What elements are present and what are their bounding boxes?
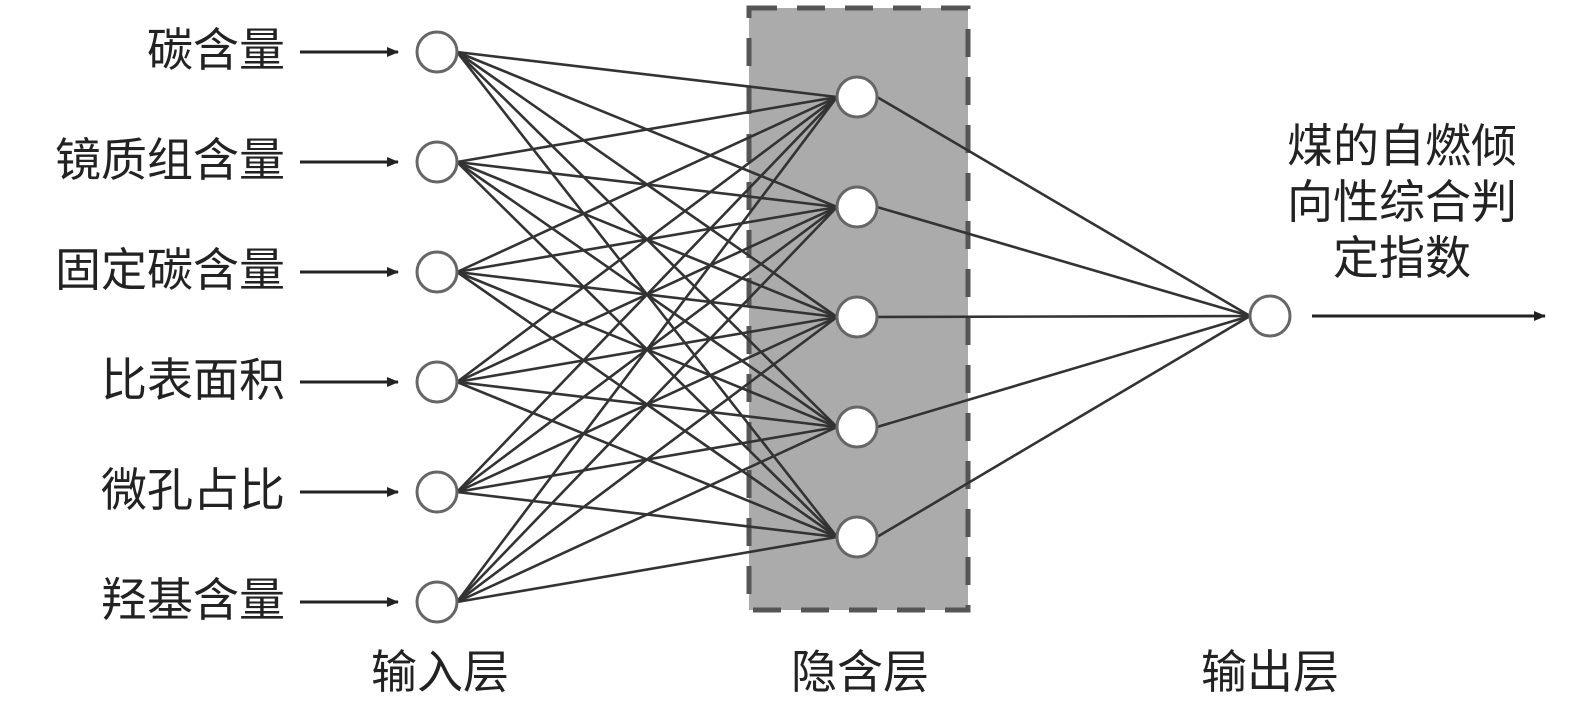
- connection-line: [456, 95, 838, 274]
- connection-line: [876, 314, 1251, 539]
- connection-line: [456, 96, 838, 493]
- connection-line: [876, 314, 1251, 319]
- hidden-layer-label: 隐含层: [791, 645, 929, 699]
- hidden-node: [835, 75, 879, 119]
- connection-line: [876, 314, 1251, 429]
- hidden-node: [835, 405, 879, 449]
- output-label: 煤的自燃倾 向性综合判 定指数: [1262, 118, 1542, 286]
- input-node: [415, 360, 459, 404]
- input-node: [415, 250, 459, 294]
- input-node: [415, 470, 459, 514]
- hidden-node: [835, 515, 879, 559]
- connection-line: [456, 95, 838, 384]
- connection-line: [456, 425, 838, 604]
- connection-line: [456, 535, 838, 604]
- output-label-line: 定指数: [1333, 231, 1471, 285]
- connection-line: [456, 206, 838, 603]
- output-node: [1248, 294, 1292, 338]
- input-node: [415, 140, 459, 184]
- input-label: 固定碳含量: [55, 243, 285, 297]
- input-layer-label: 输入层: [371, 645, 509, 699]
- connection-line: [455, 96, 839, 603]
- connection-line: [876, 95, 1251, 318]
- output-label-line: 煤的自燃倾: [1287, 119, 1517, 173]
- hidden-node: [835, 295, 879, 339]
- input-node: [415, 580, 459, 624]
- input-label: 羟基含量: [101, 573, 285, 627]
- connection-line: [456, 95, 838, 164]
- connection-line: [456, 315, 838, 604]
- connection-line: [876, 205, 1251, 318]
- input-label: 镜质组含量: [55, 133, 285, 187]
- input-label: 比表面积: [101, 353, 285, 407]
- output-layer-label: 输出层: [1201, 645, 1339, 699]
- input-node: [415, 30, 459, 74]
- output-label-line: 向性综合判: [1287, 175, 1517, 229]
- input-label: 微孔占比: [101, 463, 285, 517]
- input-label: 碳含量: [147, 23, 285, 77]
- hidden-node: [835, 185, 879, 229]
- connection-line: [456, 50, 838, 99]
